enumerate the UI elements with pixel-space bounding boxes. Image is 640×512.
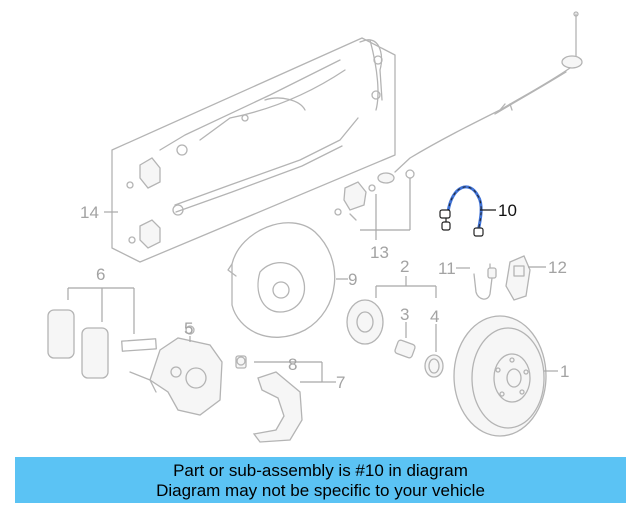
part-11-sensor-cable xyxy=(473,263,497,300)
callout-4: 4 xyxy=(430,307,439,326)
part-12-speed-sensor xyxy=(505,255,531,301)
part-7-carrier xyxy=(252,371,303,443)
callout-1: 1 xyxy=(560,362,569,381)
callout-11: 11 xyxy=(438,259,456,278)
banner-line-2: Diagram may not be specific to your vehi… xyxy=(156,481,485,500)
part-9-backing-plate xyxy=(227,222,336,338)
callout-12: 12 xyxy=(548,258,567,277)
callout-10: 10 xyxy=(498,201,517,220)
part-5-caliper xyxy=(129,325,223,416)
info-banner: Part or sub-assembly is #10 in diagram D… xyxy=(15,457,626,503)
callout-9: 9 xyxy=(348,270,357,289)
callout-3: 3 xyxy=(400,305,409,324)
part-1-brake-disc xyxy=(453,315,547,437)
callout-14: 14 xyxy=(80,203,99,222)
callout-7: 7 xyxy=(336,373,345,392)
abs-cable-assembly xyxy=(334,11,583,221)
part-2-hub xyxy=(346,299,384,345)
part-4-seal xyxy=(424,354,444,378)
part-6-brake-pads xyxy=(47,309,157,379)
part-10-wheel-speed-cable xyxy=(439,185,484,237)
callout-2: 2 xyxy=(400,257,409,276)
callout-13: 13 xyxy=(370,243,389,262)
callout-6: 6 xyxy=(96,265,105,284)
callout-8: 8 xyxy=(288,355,297,374)
part-14-harness xyxy=(111,37,396,263)
callout-5: 5 xyxy=(184,319,193,338)
part-3-bolt xyxy=(394,339,416,359)
part-8-bolts xyxy=(235,355,247,369)
parts-diagram: 14 13 10 9 6 xyxy=(47,11,583,443)
banner-line-1: Part or sub-assembly is #10 in diagram xyxy=(173,461,468,480)
